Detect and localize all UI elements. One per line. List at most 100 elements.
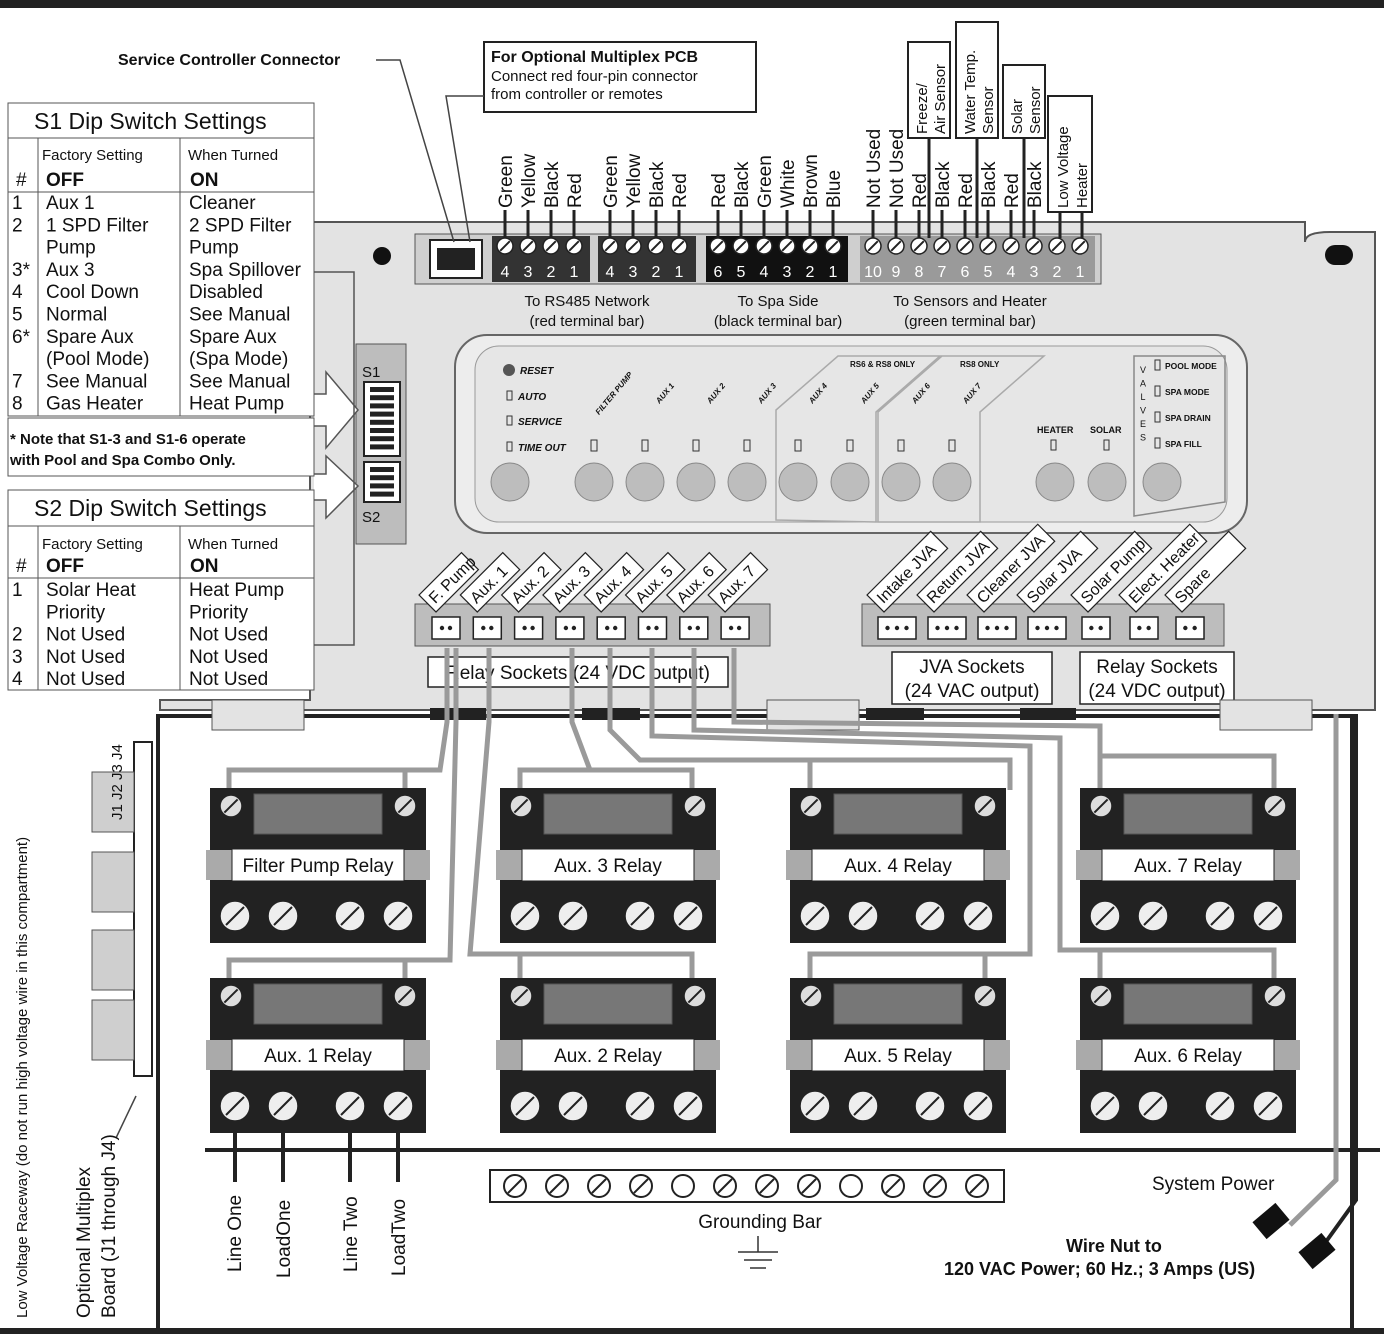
function-button-4[interactable] [778, 462, 818, 502]
multiplex-callout-line1: Connect red four-pin connector [491, 68, 698, 85]
relay-top-3-coil-screw-b-slot [1267, 798, 1283, 814]
s1-key-4[interactable] [370, 411, 394, 417]
ground-screw-8[interactable] [839, 1174, 863, 1198]
s1-key-1[interactable] [370, 387, 394, 392]
s2-key-4[interactable] [370, 491, 394, 497]
relay-bottom-0-load-screw-0-slot [225, 1096, 245, 1116]
reset-button[interactable] [490, 462, 530, 502]
spa-wire-4: Brown [801, 154, 822, 208]
valves-button[interactable] [1142, 462, 1182, 502]
s1-key-6[interactable] [370, 428, 394, 433]
relay-top-2-load-screw-1-slot [853, 906, 873, 926]
relay-bottom-1: Aux. 2 Relay [496, 978, 720, 1133]
relay-socket-pin-b-5 [654, 625, 659, 631]
spa-wire-0: Red [709, 173, 730, 208]
s1-row-5-num: 5 [12, 305, 23, 326]
water-sensor-label-2: Sensor [980, 86, 997, 134]
sensors-screw-3-slot [936, 240, 948, 252]
jva-socket-pin-0-0 [885, 625, 890, 631]
relay-socket-pin-b-0 [447, 625, 453, 631]
s1-row-9-num: 8 [12, 394, 23, 415]
jva-caption-1: JVA Sockets [919, 657, 1024, 678]
grounding-screws [503, 1174, 989, 1198]
s1-row-5-on: See Manual [189, 305, 290, 326]
sensors-num-6: 4 [1007, 264, 1016, 281]
relay-socket-2[interactable] [513, 616, 544, 640]
function-button-0[interactable] [574, 462, 614, 502]
ground-screw-slot-6 [759, 1178, 775, 1194]
s2-row-4-on: Not Used [189, 669, 268, 690]
relay-bottom-1-load-screw-3-slot [678, 1096, 698, 1116]
relay-bottom-0-load-screw-1-slot [273, 1096, 293, 1116]
relay-socket-tag-box-0 [418, 551, 480, 613]
jva-socket-6[interactable] [1175, 616, 1205, 640]
s1-key-2[interactable] [370, 395, 394, 401]
s1-key-5[interactable] [370, 419, 394, 425]
s2-key-3[interactable] [370, 483, 394, 489]
load-wires [233, 1124, 400, 1182]
rs485-screw-2-slot [545, 240, 557, 252]
s1-key-3[interactable] [370, 403, 394, 409]
relay-bottom-1-label: Aux. 2 Relay [554, 1046, 662, 1067]
function-button-1[interactable] [625, 462, 665, 502]
spa-caption-1: To Spa Side [738, 293, 819, 310]
rs485b-wire-1: Yellow [624, 153, 645, 208]
s1-col-factory-2: OFF [46, 170, 84, 191]
jva-socket-pin-1-1 [944, 625, 950, 631]
function-button-7[interactable] [932, 462, 972, 502]
sensors-screw-1-slot [890, 240, 902, 252]
line-one-label: Line One [225, 1195, 246, 1272]
s1-row-0-off: Aux 1 [46, 193, 95, 214]
heater-button[interactable] [1035, 462, 1075, 502]
rs485-num-2: 2 [547, 264, 556, 281]
jva-socket-5[interactable] [1129, 616, 1159, 640]
s1-key-7[interactable] [370, 436, 394, 442]
jva-socket-4[interactable] [1081, 616, 1111, 640]
sensors-wire-6: Red [1002, 173, 1023, 208]
valve-mode-1: SPA MODE [1165, 387, 1210, 397]
solar-button[interactable] [1087, 462, 1127, 502]
function-button-2[interactable] [676, 462, 716, 502]
s2-key-1[interactable] [370, 467, 394, 472]
s1-dip-switch[interactable] [363, 381, 401, 457]
relay-socket-tag-box-6 [665, 551, 728, 613]
s2-row-3-num: 3 [12, 647, 23, 668]
relay-bottom-0: Aux. 1 Relay [206, 978, 430, 1133]
jva-socket-pin-4-0 [1089, 625, 1094, 631]
relay-top-2-coil [833, 793, 963, 835]
relay-top-2-load-screw-2-slot [920, 906, 940, 926]
relay-bottom-1-label-box [521, 1038, 695, 1072]
rs485-wire-1: Yellow [519, 153, 540, 208]
ground-screw-4[interactable] [671, 1174, 695, 1198]
relay-socket-pin-a-1 [481, 625, 486, 631]
function-button-5[interactable] [830, 462, 870, 502]
relay-socket-1[interactable] [472, 616, 503, 640]
relay-bottom-0-coil [253, 983, 383, 1025]
s2-key-2[interactable] [370, 475, 394, 481]
relay-socket-5[interactable] [637, 616, 668, 640]
s1-key-8[interactable] [370, 444, 394, 450]
s1-row-2-off: Pump [46, 238, 96, 259]
relay-socket-0[interactable] [431, 616, 461, 640]
relay-socket-pin-b-7 [736, 625, 742, 631]
function-button-6[interactable] [881, 462, 921, 502]
jva-socket-tag-box-4 [1070, 530, 1153, 613]
button-led-2 [692, 439, 700, 452]
relay-socket-6[interactable] [679, 616, 709, 640]
function-button-3[interactable] [727, 462, 767, 502]
wire-nut-1 [1252, 1202, 1290, 1240]
relay-bottom-0-coil-screw-b-slot [397, 988, 413, 1004]
relay-sockets-caption: Relay Sockets (24 VDC output) [446, 663, 710, 684]
sensors-num-7: 3 [1030, 264, 1039, 281]
relay-socket-7[interactable] [720, 616, 750, 640]
ground-icon [738, 1236, 778, 1269]
ground-screw-slot-3 [633, 1178, 649, 1194]
relay-top-0-load-screw-0-slot [225, 906, 245, 926]
relay-socket-4[interactable] [596, 616, 626, 640]
jva-socket-pin-0-2 [904, 625, 909, 631]
relay-socket-tag-box-3 [542, 551, 604, 613]
jva-socket-pin-1-0 [935, 625, 940, 631]
rs485-num-1: 3 [524, 264, 533, 281]
relay-socket-3[interactable] [555, 616, 585, 640]
multiplex-callout-title: For Optional Multiplex PCB [491, 49, 698, 66]
